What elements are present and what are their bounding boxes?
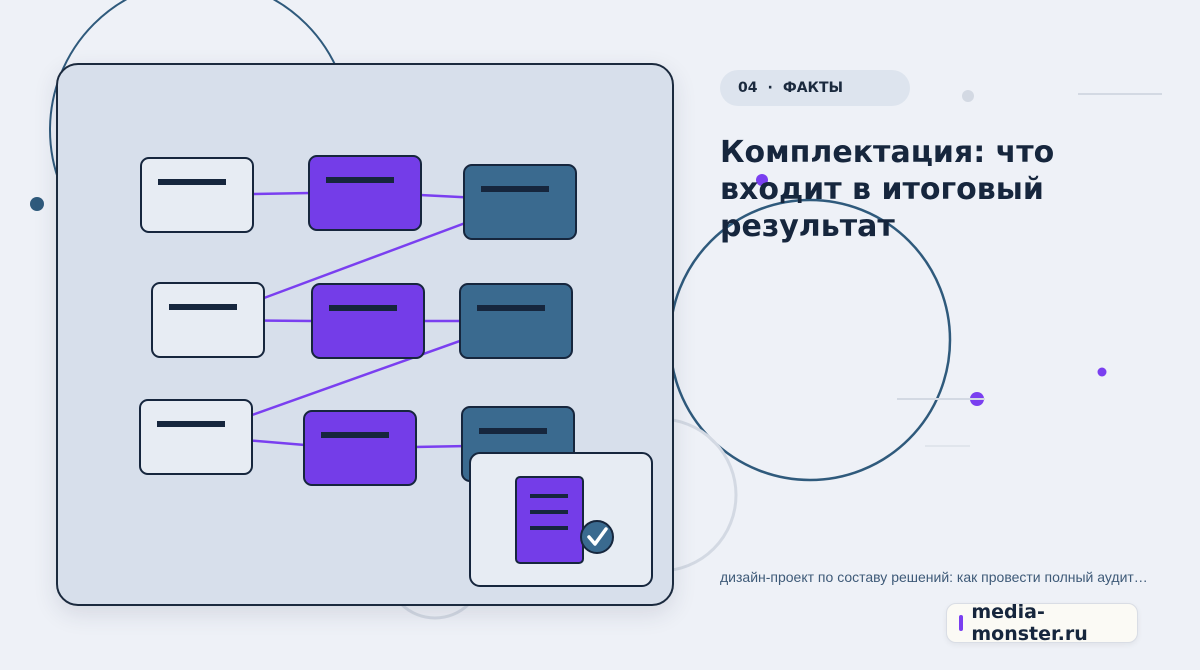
brand-text: media-monster.ru — [971, 601, 1088, 645]
checkmark-icon — [580, 520, 614, 554]
flow-node-purple — [311, 283, 425, 359]
result-document-card — [469, 452, 653, 587]
flow-node-light — [139, 399, 253, 475]
bg-dot-left — [30, 197, 44, 211]
brand-accent-bar — [959, 615, 964, 631]
flow-node-purple — [303, 410, 417, 486]
subtitle: дизайн-проект по составу решений: как пр… — [720, 569, 1148, 585]
brand-badge[interactable]: media-monster.ru — [946, 601, 1138, 645]
flow-node-light — [140, 157, 254, 233]
page-title: Комплектация: что входит в итоговый резу… — [720, 135, 1055, 244]
bg-dot-purple-small — [1097, 367, 1107, 377]
flow-node-purple — [308, 155, 422, 231]
document-icon — [515, 476, 584, 564]
flow-node-blue — [459, 283, 573, 359]
badge-label: ФАКТЫ — [782, 80, 844, 96]
section-badge: 04 · ФАКТЫ — [720, 70, 910, 106]
bg-dot-purple-title — [756, 174, 768, 186]
flow-node-light — [151, 282, 265, 358]
badge-number: 04 — [738, 80, 758, 96]
flow-diagram-illustration — [139, 155, 653, 587]
bg-dot-grey — [962, 90, 974, 102]
badge-separator: · — [767, 80, 773, 96]
flow-node-blue — [463, 164, 577, 240]
